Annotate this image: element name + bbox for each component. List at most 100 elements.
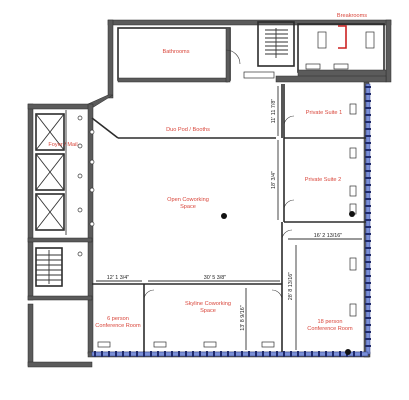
interior-partitions <box>91 84 366 352</box>
mullion <box>365 142 371 144</box>
mullion <box>332 351 334 357</box>
mullion <box>365 114 371 116</box>
mullion <box>365 205 371 207</box>
mullion <box>185 351 187 357</box>
marker-dot <box>221 213 227 219</box>
label-six-person-2: Conference Room <box>95 323 141 329</box>
mullion <box>365 247 371 249</box>
mullion <box>213 351 215 357</box>
dim-suite2-height: 18' 3/4" <box>271 171 277 189</box>
mullion <box>171 351 173 357</box>
mullion <box>283 351 285 357</box>
dim-suite1-height: 11' 11 7/8" <box>271 99 277 124</box>
mullion <box>365 191 371 193</box>
label-private-suite-2: Private Suite 2 <box>305 177 341 183</box>
mullion <box>365 163 371 165</box>
mullion <box>143 351 145 357</box>
mullion <box>304 351 306 357</box>
mullion <box>365 275 371 277</box>
mullion <box>365 219 371 221</box>
mullion <box>108 351 110 357</box>
label-eighteen-person-1: 18 person <box>318 319 343 325</box>
mullion <box>365 303 371 305</box>
mullion <box>122 351 124 357</box>
mullion <box>136 351 138 357</box>
mullion <box>94 351 96 357</box>
label-open-coworking-1: Open Coworking <box>167 197 209 203</box>
mullion <box>365 254 371 256</box>
mullion <box>101 351 103 357</box>
mullion <box>178 351 180 357</box>
mullion <box>365 226 371 228</box>
marker-dot <box>349 211 355 217</box>
top-service-area <box>117 21 387 83</box>
dim-skyline-height: 13' 8 9/16" <box>240 305 246 331</box>
mullion <box>129 351 131 357</box>
stairs-top <box>265 28 288 58</box>
foyer-lights <box>77 115 95 257</box>
mullion <box>365 184 371 186</box>
mullion <box>227 351 229 357</box>
mullion <box>365 212 371 214</box>
mullion <box>365 198 371 200</box>
mullion <box>318 351 320 357</box>
label-skyline-1: Skyline Coworking <box>185 301 231 307</box>
mullion <box>365 331 371 333</box>
mullion <box>339 351 341 357</box>
label-open-coworking-2: Space <box>180 204 196 210</box>
label-foyer: Foyer / Mail <box>48 142 77 148</box>
mullion <box>365 324 371 326</box>
dim-six-person-width: 12' 1 3/4" <box>107 275 130 281</box>
mullion <box>262 351 264 357</box>
stairs-bottom <box>35 247 63 287</box>
mullion <box>365 135 371 137</box>
glass-curtain-wall <box>91 83 371 357</box>
mullion <box>192 351 194 357</box>
mullion <box>150 351 152 357</box>
mullion <box>365 121 371 123</box>
mullion <box>365 86 371 88</box>
label-six-person-1: 6 person <box>107 316 129 322</box>
mullion <box>234 351 236 357</box>
mullion <box>365 289 371 291</box>
mullion <box>365 296 371 298</box>
mullion <box>365 128 371 130</box>
mullion <box>255 351 257 357</box>
mullion <box>353 351 355 357</box>
mullion <box>199 351 201 357</box>
mullion <box>325 351 327 357</box>
label-duo-pod: Duo Pod / Booths <box>166 127 210 133</box>
label-bathrooms: Bathrooms <box>162 49 189 55</box>
label-eighteen-person-2: Conference Room <box>307 326 353 332</box>
mullion <box>241 351 243 357</box>
mullion <box>220 351 222 357</box>
room-fixtures <box>97 103 357 348</box>
label-private-suite-1: Private Suite 1 <box>306 110 342 116</box>
mullion <box>365 282 371 284</box>
mullion <box>290 351 292 357</box>
mullion <box>276 351 278 357</box>
mullion <box>365 310 371 312</box>
mullion <box>360 351 362 357</box>
mullion <box>365 338 371 340</box>
mullion <box>365 240 371 242</box>
mullion <box>365 93 371 95</box>
mullion <box>365 268 371 270</box>
mullion <box>297 351 299 357</box>
label-skyline-2: Space <box>200 308 216 314</box>
dimension-lines <box>96 86 362 350</box>
mullion <box>365 317 371 319</box>
mullion <box>248 351 250 357</box>
mullion <box>365 156 371 158</box>
mullion <box>164 351 166 357</box>
mullion <box>206 351 208 357</box>
mullion <box>365 177 371 179</box>
marker-dot <box>345 349 351 355</box>
mullion <box>157 351 159 357</box>
dim-skyline-width: 30' 5 3/8" <box>204 275 227 281</box>
dim-conf18-height: 28' 8 13/16" <box>288 272 294 301</box>
mullion <box>365 149 371 151</box>
mullion <box>365 261 371 263</box>
label-breakrooms: Breakrooms <box>337 13 367 19</box>
dim-conf18-width: 16' 2 13/16" <box>314 233 343 239</box>
